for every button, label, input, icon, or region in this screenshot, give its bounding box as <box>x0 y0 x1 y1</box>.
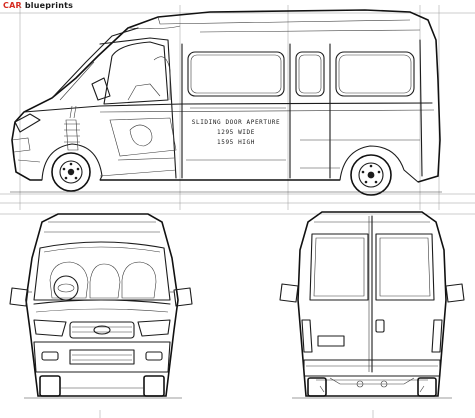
rear-left-mirror <box>279 283 299 303</box>
reference-grid <box>0 5 475 418</box>
logo-car-text: CAR <box>3 1 22 10</box>
logo-blueprints-text: blueprints <box>24 1 74 10</box>
annotation-line-3: 1595 HIGH <box>217 139 255 146</box>
annotation-line-2: 1295 WIDE <box>217 129 255 136</box>
rear-view <box>279 211 465 399</box>
rear-right-mirror <box>445 283 465 303</box>
rear-wheel-side <box>350 154 392 196</box>
site-logo: CAR blueprints <box>3 1 73 11</box>
front-view <box>9 213 193 399</box>
front-wheel-side <box>51 152 91 192</box>
front-left-mirror <box>9 287 32 307</box>
annotation-line-1: SLIDING DOOR APERTURE <box>192 119 280 126</box>
front-right-mirror <box>170 287 193 307</box>
side-view <box>10 9 442 196</box>
sliding-door-annotation: SLIDING DOOR APERTURE 1295 WIDE 1595 HIG… <box>192 119 280 146</box>
